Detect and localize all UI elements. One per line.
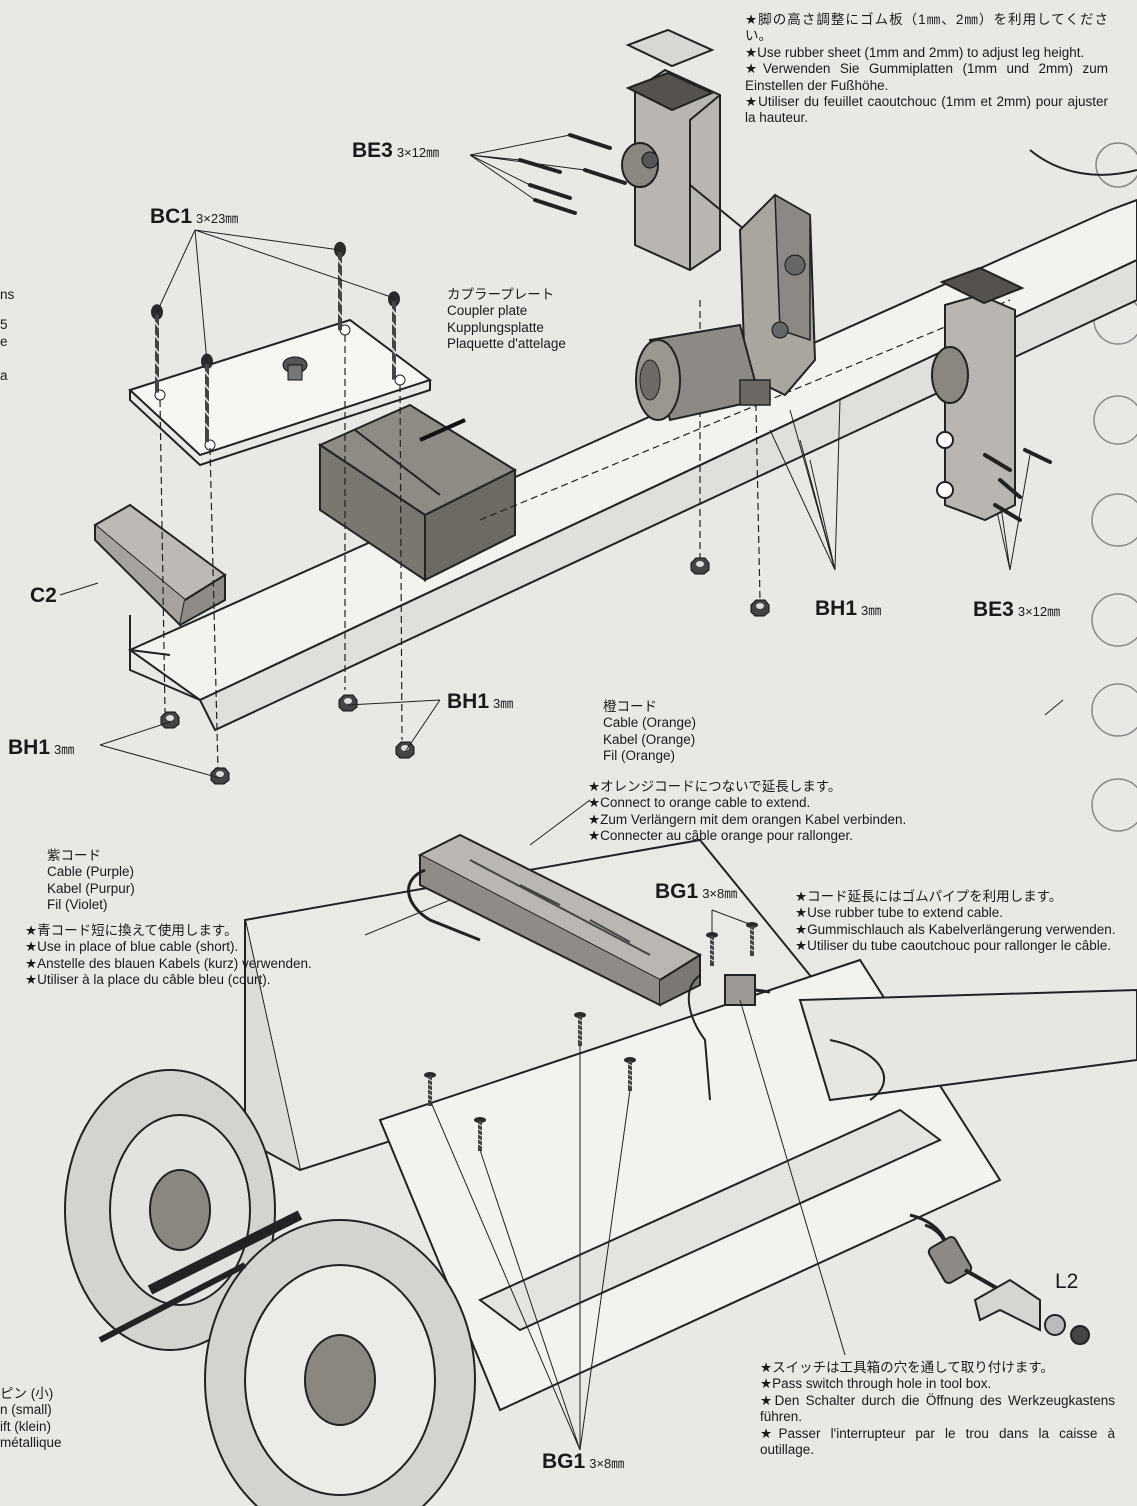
chassis-frame-lower bbox=[243, 838, 1137, 1412]
bh1-code: BH1 bbox=[815, 597, 858, 620]
note-switch: ★スイッチは工具箱の穴を通して取り付けます。 ★Pass switch thro… bbox=[760, 1360, 1115, 1458]
landing-leg-left bbox=[621, 28, 746, 272]
rear-wheels bbox=[64, 1069, 476, 1506]
bg1-leader-lines bbox=[429, 909, 846, 1451]
partial-de: ift (klein) bbox=[0, 1418, 52, 1434]
be3-screws-top bbox=[518, 133, 627, 215]
orange-fr: Fil (Orange) bbox=[603, 748, 676, 764]
c2-code: C2 bbox=[30, 584, 57, 607]
battery-box bbox=[407, 833, 703, 1007]
coupler-de: Kupplungsplatte bbox=[447, 319, 544, 335]
note-orange-cable: 橙コード Cable (Orange) Kabel (Orange) Fil (… bbox=[603, 699, 696, 765]
bc1-code: BC1 bbox=[150, 205, 193, 228]
extend-fr: ★Connecter au câble orange pour rallonge… bbox=[588, 828, 854, 844]
edge-4: a bbox=[0, 368, 8, 384]
gearbox bbox=[738, 193, 817, 397]
coupler-ja: カプラープレート bbox=[447, 287, 555, 302]
edge-2: 5 bbox=[0, 317, 8, 333]
extend-de: ★Zum Verlängern mit dem orangen Kabel ve… bbox=[588, 811, 907, 827]
switch-en: ★Pass switch through hole in tool box. bbox=[760, 1376, 992, 1392]
note-coupler-plate: カプラープレート Coupler plate Kupplungsplatte P… bbox=[447, 287, 566, 353]
purple-use-en: ★Use in place of blue cable (short). bbox=[25, 939, 239, 955]
purple-use-de: ★Anstelle des blauen Kabels (kurz) verwe… bbox=[25, 955, 312, 971]
l2-code: L2 bbox=[1055, 1270, 1079, 1293]
be3-size: 3×12㎜ bbox=[396, 145, 440, 160]
partial-fr: métallique bbox=[0, 1435, 62, 1451]
note-left-partial: ピン (小) n (small) ift (klein) métallique bbox=[0, 1386, 62, 1452]
be3-size: 3×12㎜ bbox=[1017, 604, 1061, 619]
be3-leader-lines-top bbox=[469, 134, 586, 201]
bg1-size: 3×8㎜ bbox=[702, 886, 738, 901]
c2-label: C2 bbox=[30, 584, 57, 608]
bh1-code: BH1 bbox=[8, 736, 51, 759]
be3-screws-right bbox=[983, 448, 1052, 522]
be3-code: BE3 bbox=[973, 598, 1014, 621]
bh1-size: 3㎜ bbox=[861, 603, 882, 618]
note-purple-use: ★青コード短に換えて使用します。 ★Use in place of blue c… bbox=[25, 923, 312, 989]
note-fr: ★Utiliser du feuillet caoutchouc (1mm et… bbox=[745, 94, 1108, 126]
tube-ja: ★コード延長にはゴムパイプを利用します。 bbox=[795, 889, 1063, 904]
note-ja: ★脚の高さ調整にゴム板（1㎜、2㎜）を利用してください。 bbox=[745, 12, 1108, 44]
bh1-size: 3㎜ bbox=[54, 742, 75, 757]
edge-1: ns bbox=[0, 287, 15, 302]
bg1-code: BG1 bbox=[655, 880, 699, 903]
purple-use-ja: ★青コード短に換えて使用します。 bbox=[25, 923, 238, 938]
note-orange-extend: ★オレンジコードにつないで延長します。 ★Connect to orange c… bbox=[588, 779, 906, 845]
l2-label: L2 bbox=[1055, 1270, 1078, 1294]
bh1-code: BH1 bbox=[447, 690, 490, 713]
note-rubber-tube: ★コード延長にはゴムパイプを利用します。 ★Use rubber tube to… bbox=[795, 889, 1129, 955]
be3-code: BE3 bbox=[352, 139, 393, 162]
purple-en: Cable (Purple) bbox=[47, 864, 135, 880]
tube-en: ★Use rubber tube to extend cable. bbox=[795, 905, 1003, 921]
purple-ja: 紫コード bbox=[47, 848, 101, 863]
switch-fr: ★Passer l'interrupteur par le trou dans … bbox=[760, 1425, 1115, 1458]
switch-detail bbox=[909, 1213, 1090, 1345]
cable-leader-lines bbox=[59, 582, 1064, 936]
bg1-size: 3×8㎜ bbox=[589, 1456, 625, 1471]
orange-ja: 橙コード bbox=[603, 699, 657, 714]
bh1-size: 3㎜ bbox=[493, 696, 514, 711]
tube-de: ★Gummischlauch als Kabelverlängerung ver… bbox=[795, 921, 1116, 937]
switch-ja: ★スイッチは工具箱の穴を通して取り付けます。 bbox=[760, 1360, 1054, 1375]
purple-fr: Fil (Violet) bbox=[47, 897, 108, 913]
note-de: ★Verwenden Sie Gummiplatten (1mm und 2mm… bbox=[745, 61, 1108, 93]
partial-en: n (small) bbox=[0, 1402, 52, 1418]
motor bbox=[635, 323, 771, 422]
coupler-fr: Plaquette d'attelage bbox=[447, 336, 566, 352]
note-rubber-sheet: ★脚の高さ調整にゴム板（1㎜、2㎜）を利用してください。 ★Use rubber… bbox=[745, 12, 1108, 127]
coupler-block bbox=[317, 403, 518, 582]
orange-en: Cable (Orange) bbox=[603, 715, 697, 731]
note-en: ★Use rubber sheet (1mm and 2mm) to adjus… bbox=[745, 44, 1085, 60]
part-c2 bbox=[93, 503, 227, 656]
bc1-size: 3×23㎜ bbox=[196, 211, 239, 226]
bg1-code: BG1 bbox=[542, 1450, 586, 1473]
edge-3: e bbox=[0, 333, 8, 349]
extend-en: ★Connect to orange cable to extend. bbox=[588, 795, 811, 811]
switch-de: ★Den Schalter durch die Öffnung des Werk… bbox=[760, 1392, 1115, 1425]
dashed-guides bbox=[159, 299, 1011, 771]
purple-use-fr: ★Utiliser à la place du câble bleu (cour… bbox=[25, 972, 271, 988]
bc1-leader-lines bbox=[156, 229, 395, 363]
extend-ja: ★オレンジコードにつないで延長します。 bbox=[588, 779, 842, 794]
orange-de: Kabel (Orange) bbox=[603, 731, 696, 747]
purple-de: Kabel (Purpur) bbox=[47, 880, 135, 896]
tube-fr: ★Utiliser du tube caoutchouc pour rallon… bbox=[795, 938, 1112, 954]
note-edge-partial: ns 5 e a bbox=[0, 287, 14, 385]
note-purple-cable: 紫コード Cable (Purple) Kabel (Purpur) Fil (… bbox=[47, 848, 135, 914]
partial-ja: ピン (小) bbox=[0, 1386, 54, 1401]
coupler-en: Coupler plate bbox=[447, 303, 528, 319]
